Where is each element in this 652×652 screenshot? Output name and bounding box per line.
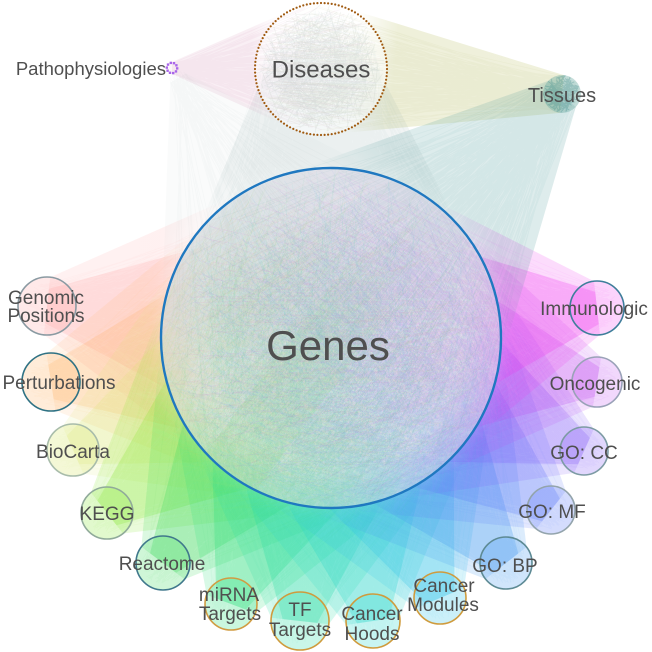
svg-text:Cancer: Cancer <box>341 604 403 625</box>
svg-text:Reactome: Reactome <box>119 554 206 575</box>
svg-text:Genes: Genes <box>266 322 390 369</box>
svg-text:Diseases: Diseases <box>272 57 371 84</box>
svg-text:Cancer: Cancer <box>413 576 475 597</box>
svg-text:GO: CC: GO: CC <box>550 443 618 464</box>
svg-text:Immunologic: Immunologic <box>540 299 648 320</box>
svg-text:Perturbations: Perturbations <box>2 373 115 394</box>
svg-text:Targets: Targets <box>269 620 331 641</box>
svg-text:Pathophysiologies: Pathophysiologies <box>16 58 166 79</box>
svg-text:Oncogenic: Oncogenic <box>550 374 641 395</box>
svg-text:Targets: Targets <box>199 604 261 625</box>
svg-text:GO: BP: GO: BP <box>472 556 537 577</box>
svg-text:TF: TF <box>288 600 311 621</box>
svg-text:KEGG: KEGG <box>80 504 135 525</box>
svg-text:Modules: Modules <box>407 595 479 616</box>
svg-text:GO: MF: GO: MF <box>518 502 586 523</box>
svg-text:Tissues: Tissues <box>528 85 596 107</box>
svg-text:Genomic: Genomic <box>8 288 84 309</box>
svg-text:Hoods: Hoods <box>345 624 400 645</box>
svg-text:Positions: Positions <box>7 306 84 327</box>
svg-text:miRNA: miRNA <box>199 585 259 606</box>
svg-text:BioCarta: BioCarta <box>36 442 110 463</box>
